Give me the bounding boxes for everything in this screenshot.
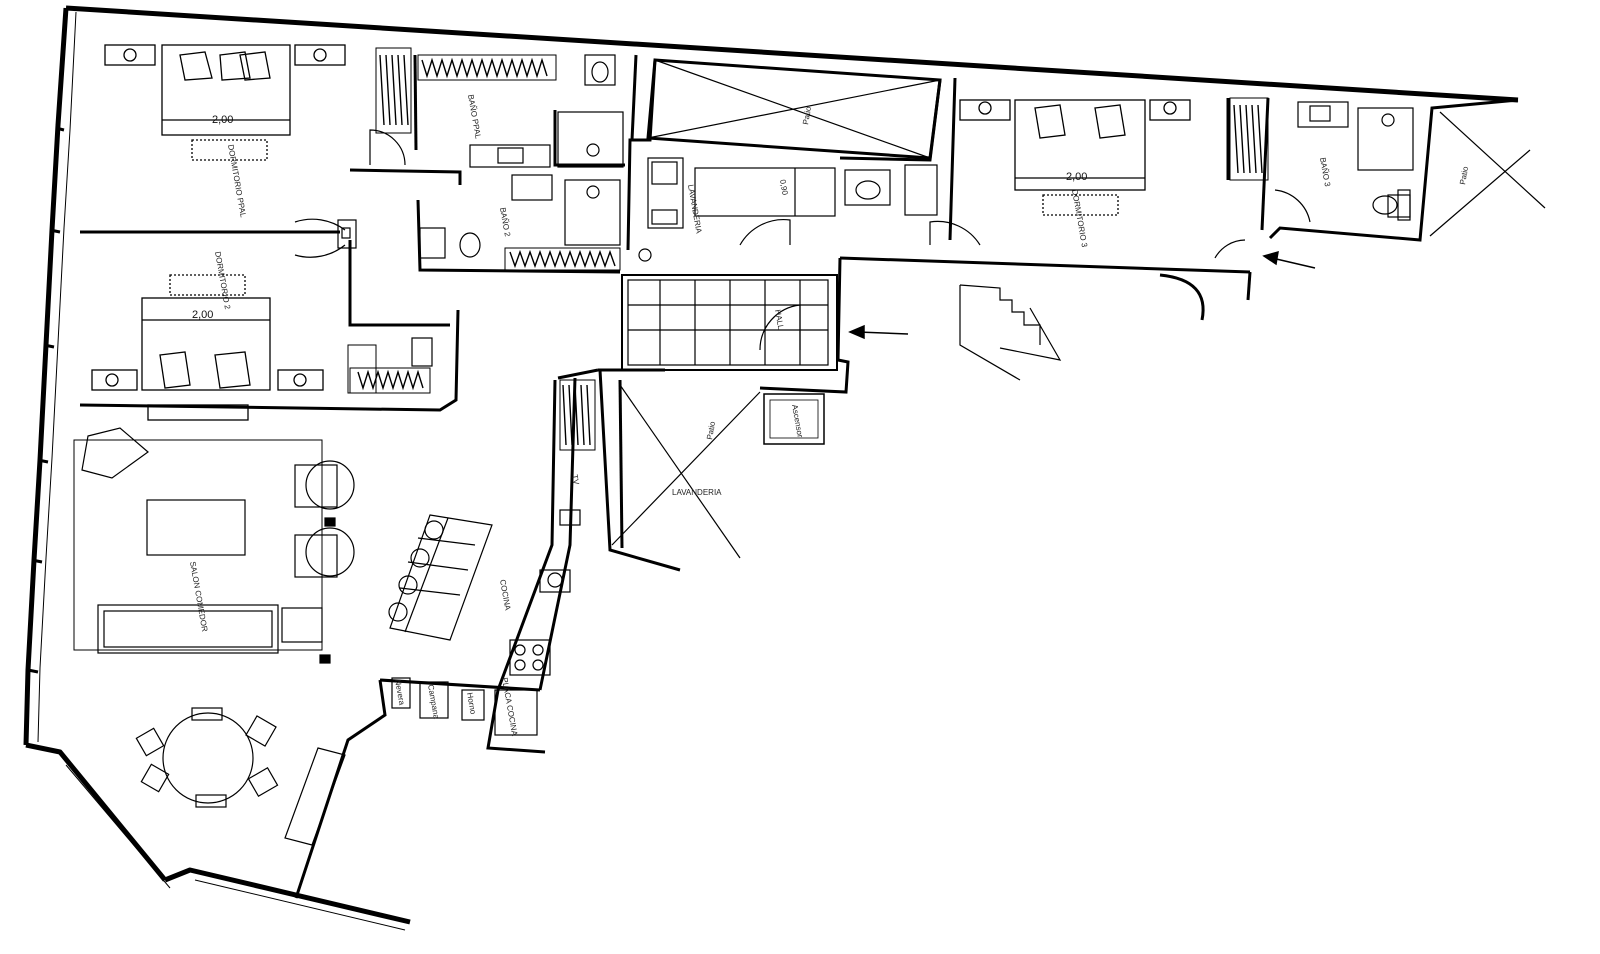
bano-3-label: BAÑO 3 (1318, 157, 1332, 188)
kitchen (388, 509, 581, 736)
living-room (73, 427, 355, 664)
hall-grid (621, 274, 838, 371)
lavanderia-patio-label: LAVANDERIA (672, 488, 722, 497)
stairs (959, 284, 1062, 381)
bed-2 (91, 274, 324, 421)
cocina-label: COCINA (498, 579, 512, 612)
bed-ppal-width: 2,00 (212, 114, 233, 126)
patio-right-label: Patio (1458, 165, 1470, 185)
entrance-arrows (848, 250, 1316, 340)
dining-table (135, 707, 346, 846)
misc-fixtures (337, 194, 1411, 367)
bed-3-width: 2,00 (1066, 171, 1087, 183)
ascensor-label: Ascensor (790, 404, 805, 439)
horno-label: Horno (465, 692, 478, 716)
patio-top (646, 58, 942, 160)
bed-3 (959, 99, 1191, 216)
bathroom-fixtures (419, 54, 1414, 259)
patio-mid (611, 384, 761, 559)
lavanderia-room (638, 157, 836, 262)
exterior-walls (23, 5, 1519, 925)
hall-label: HALL (773, 309, 785, 331)
patio-top-label: Patio (801, 105, 813, 125)
lavanderia-room-label: LAVANDERIA (686, 184, 704, 235)
bano-2-label: BAÑO 2 (498, 207, 512, 238)
doors (294, 129, 1311, 351)
dormitorio-ppal-label: DORMITORIO PPAL (226, 144, 248, 219)
lavanderia-width: 0,90 (778, 179, 790, 196)
patio-right (1429, 111, 1546, 237)
elevator (763, 393, 825, 445)
wardrobes (347, 47, 1269, 451)
window-frames (37, 11, 406, 931)
patio-mid-label: Patio (705, 420, 717, 440)
interior-walls (79, 54, 1519, 899)
bed-ppal (104, 44, 346, 161)
bano-ppal-label: BAÑO PPAL (466, 94, 483, 140)
bed-2-width: 2,00 (192, 309, 213, 321)
tv-label: TV (570, 474, 581, 486)
campana-label: Campana (426, 684, 441, 720)
dormitorio-2-label: DORMITORIO 2 (213, 251, 232, 311)
placa-label: PLACA COCINA (500, 677, 519, 737)
wardrobe-hangers (357, 54, 1263, 446)
dormitorio-3-label: DORMITORIO 3 (1070, 189, 1089, 249)
salon-label: SALON COMEDOR (188, 561, 209, 633)
